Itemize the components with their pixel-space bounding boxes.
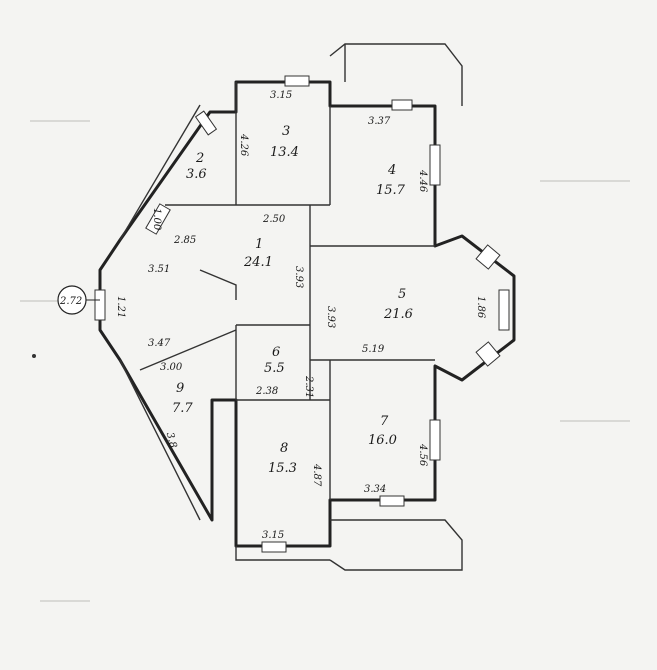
outer-walls (98, 43, 516, 571)
dim-label: 1.21 (115, 296, 126, 318)
dim-label: 2.85 (173, 235, 196, 246)
dim-label: 3.15 (262, 530, 284, 541)
height-callout: 2.72 (57, 285, 100, 315)
windows (94, 75, 510, 553)
dimension-labels: 3.15 4.26 3.37 4.46 2.50 1.00 2.85 3.51 … (115, 90, 486, 541)
dim-label: 3.51 (148, 264, 170, 275)
room-9-area: 7.7 (172, 401, 193, 416)
room-3-area: 13.4 (270, 145, 299, 160)
dim-label: 3.37 (368, 116, 391, 127)
room-6-number: 6 (272, 345, 280, 360)
dim-label: 2.38 (255, 386, 278, 397)
room-5-number: 5 (398, 287, 406, 302)
room-2-number: 2 (195, 151, 204, 166)
room-4-area: 15.7 (376, 183, 406, 198)
callout-label: 2.72 (59, 296, 82, 307)
dim-label: 3.00 (160, 362, 183, 373)
dim-label: 1.00 (151, 208, 162, 231)
dim-label: 3.47 (148, 338, 171, 349)
dim-label: 3.34 (364, 484, 386, 495)
dim-label: 4.56 (417, 443, 428, 467)
room-5-area: 21.6 (383, 307, 413, 322)
dim-label: 2.31 (303, 375, 314, 398)
dim-label: 3.93 (293, 266, 304, 288)
dim-label: 5.19 (362, 344, 385, 355)
room-7-area: 16.0 (368, 433, 397, 448)
room-4-number: 4 (387, 163, 396, 178)
dim-label: 4.87 (311, 463, 322, 487)
room-labels: 1 24.1 2 3.6 3 13.4 4 15.7 5 21.6 6 5.5 … (172, 124, 413, 476)
interior-walls (139, 82, 435, 500)
room-8-number: 8 (280, 441, 288, 456)
dim-label: 3.93 (325, 306, 336, 328)
room-7-number: 7 (380, 414, 389, 429)
room-1-number: 1 (255, 237, 263, 252)
dim-label: 3.15 (270, 90, 292, 101)
dim-label: 1.86 (475, 296, 486, 319)
dim-label: 2.50 (262, 214, 286, 225)
room-9-number: 9 (176, 381, 184, 396)
room-2-area: 3.6 (186, 167, 207, 182)
dim-label: 3.8 (164, 431, 179, 449)
room-6-area: 5.5 (264, 361, 285, 376)
room-3-number: 3 (282, 124, 290, 139)
dim-label: 4.46 (417, 169, 428, 193)
dim-label: 4.26 (238, 133, 249, 157)
room-1-area: 24.1 (243, 255, 273, 270)
scan-noise (20, 120, 630, 602)
room-8-area: 15.3 (268, 461, 297, 476)
